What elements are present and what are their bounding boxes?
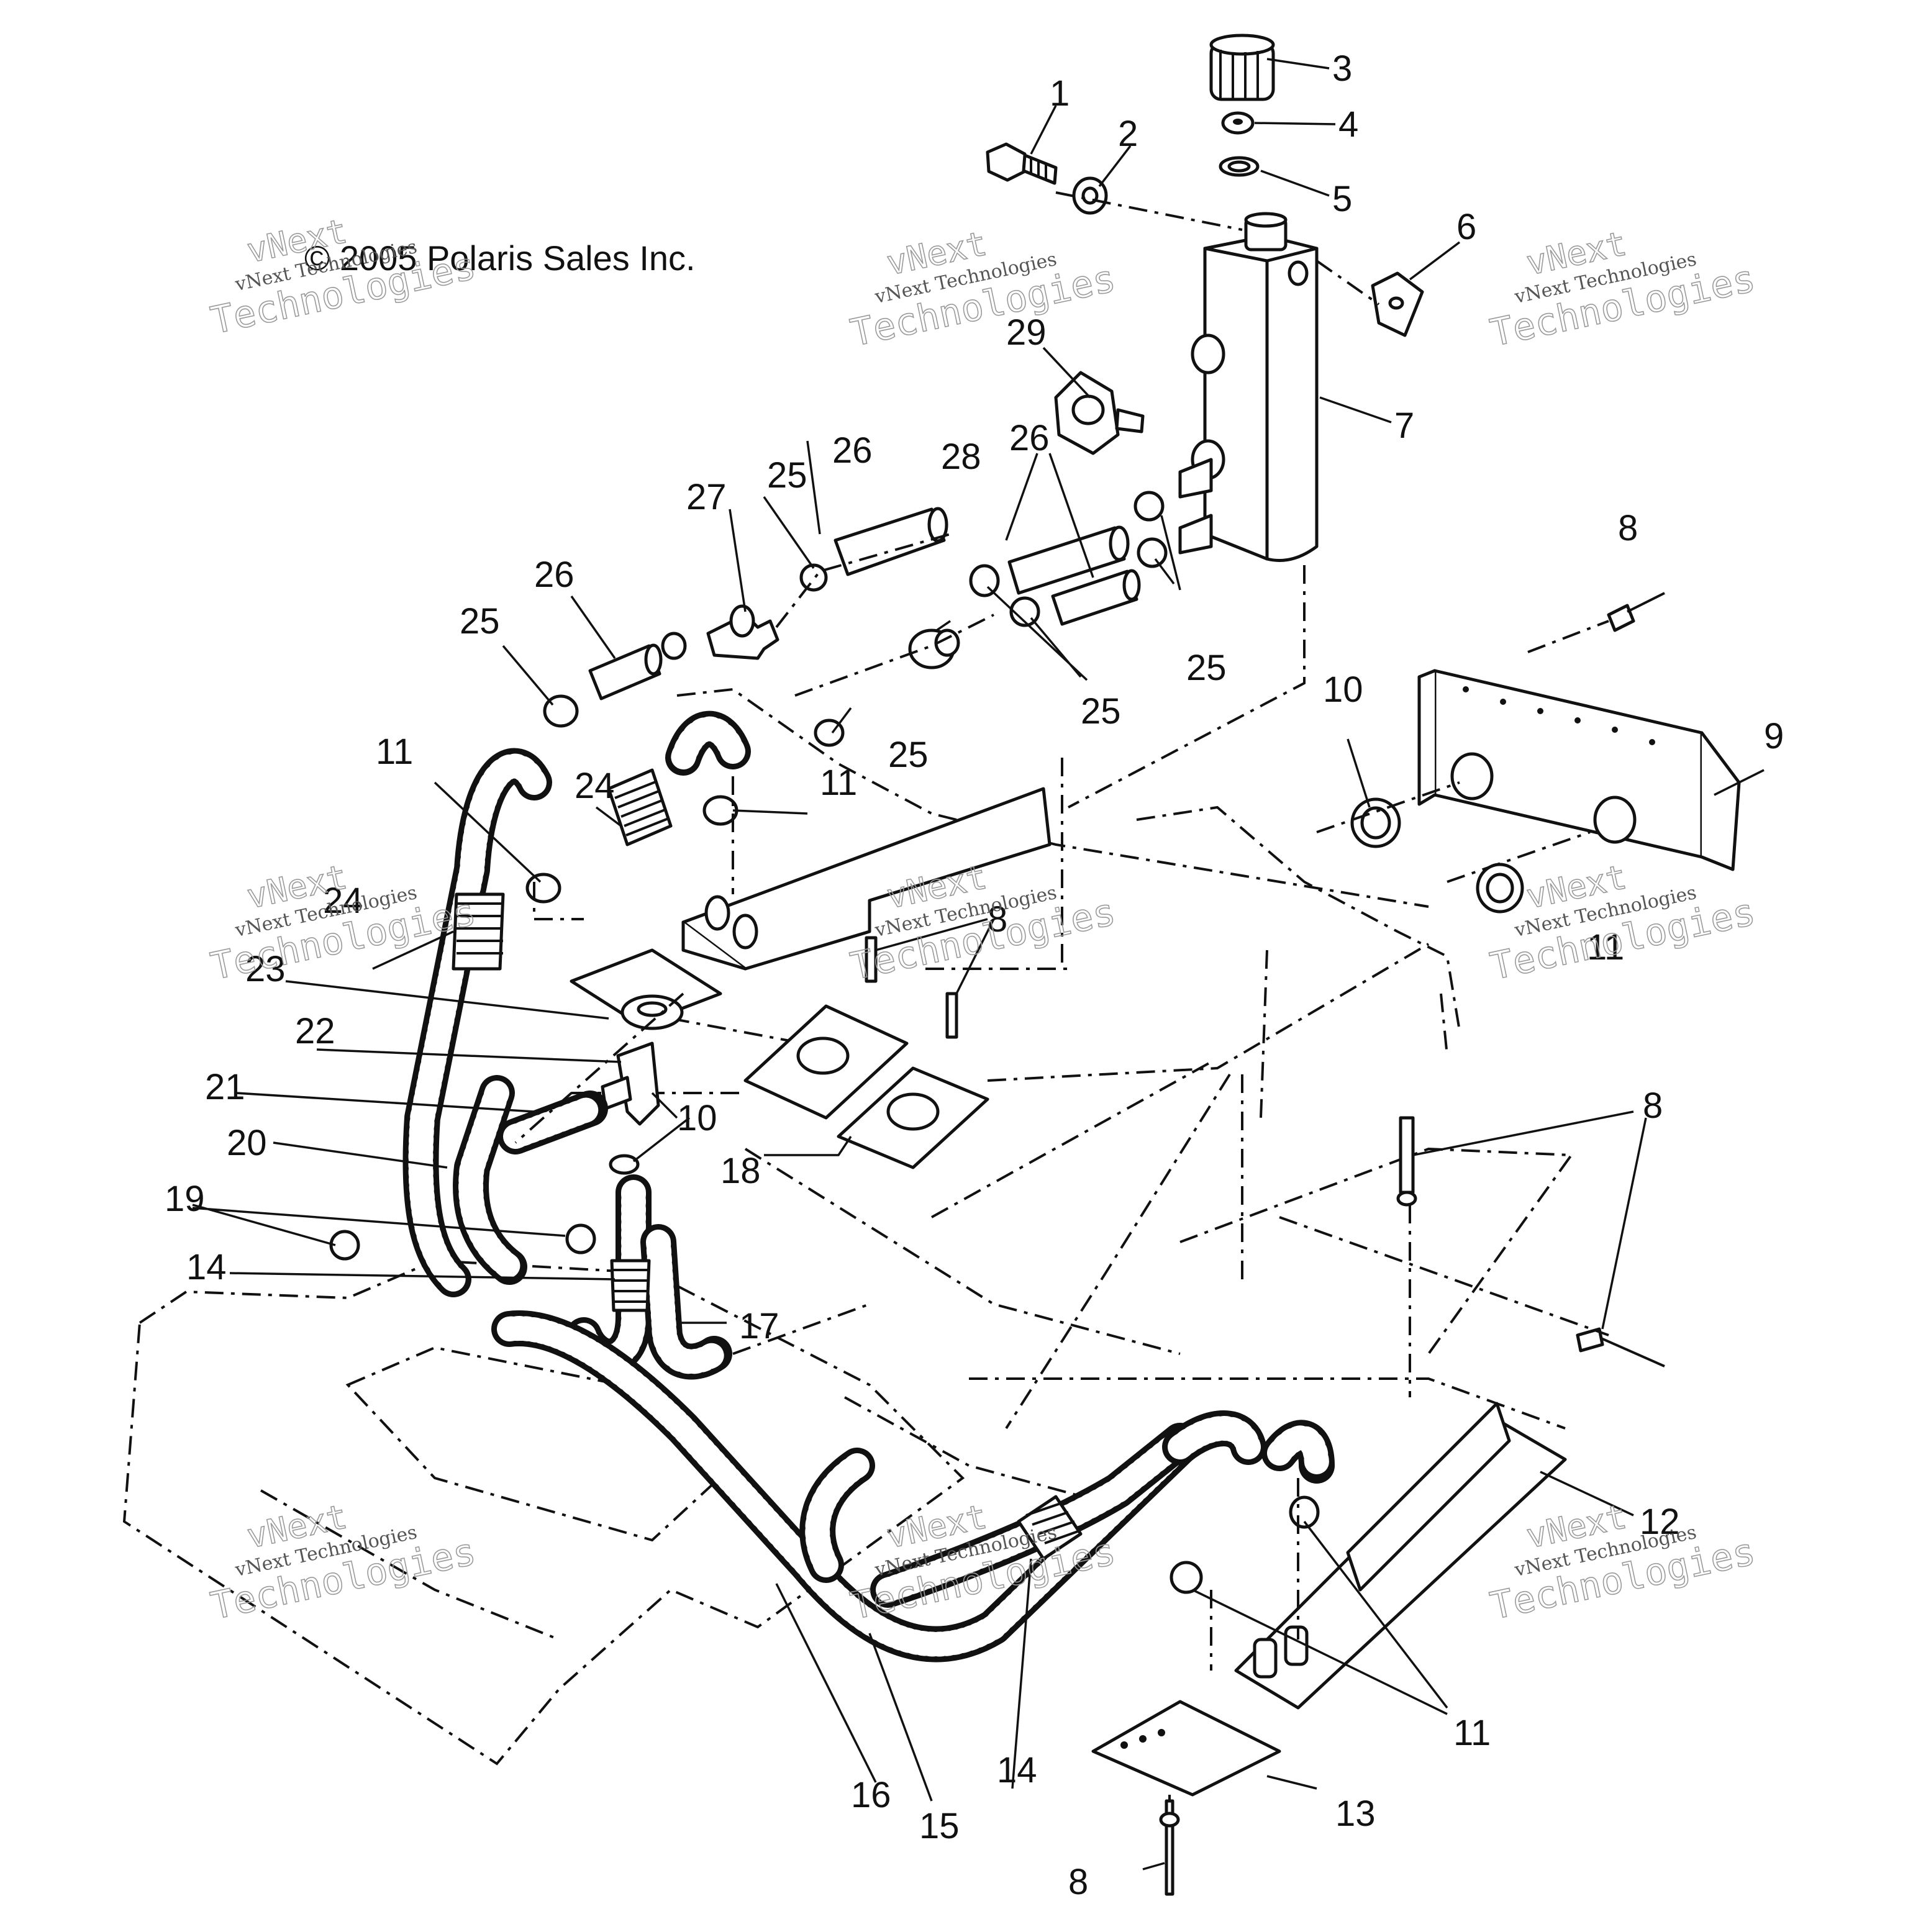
alignment-lines (514, 191, 1609, 1801)
spring-sleeve-24-lower (452, 892, 505, 971)
callout-29: 29 (1006, 312, 1047, 353)
callout-8-center: 8 (988, 899, 1007, 940)
callout-26-upper: 26 (832, 430, 873, 471)
hose-short-21 (497, 1091, 608, 1154)
watermark-top-center: vNext vNext Technologies Technologies (847, 223, 1120, 355)
filler-plate (570, 948, 722, 1027)
bracket-13 (1091, 1700, 1281, 1797)
watermark-top-right: vNext vNext Technologies Technologies (1486, 223, 1760, 355)
callout-13: 13 (1335, 1794, 1376, 1834)
clamp-10-rear (1350, 797, 1401, 848)
hose-section-26-a (834, 507, 948, 576)
heat-exchanger-front (681, 787, 1052, 971)
callout-6: 6 (1456, 207, 1476, 247)
rivets (865, 592, 1665, 1896)
chassis-outline (122, 687, 1574, 1766)
callout-20: 20 (227, 1123, 267, 1163)
callout-25-upper: 25 (767, 455, 807, 496)
o-ring (1219, 156, 1260, 177)
coolant-bottle (1178, 212, 1319, 562)
copyright-notice: © 2005 Polaris Sales Inc. (304, 238, 696, 278)
callout-25-mid: 25 (1081, 691, 1121, 732)
callout-16: 16 (851, 1775, 891, 1815)
callout-19: 19 (165, 1179, 205, 1219)
hose-21 (453, 1075, 527, 1285)
callout-3: 3 (1332, 48, 1352, 89)
callout-7: 7 (1394, 406, 1414, 446)
mount-bracket-18-b (837, 1066, 989, 1169)
callout-11-center: 11 (820, 763, 857, 803)
callout-15: 15 (919, 1806, 960, 1846)
watermark-top-left: vNext vNext Technologies Technologies (207, 211, 480, 343)
callout-8-right: 8 (1643, 1086, 1663, 1126)
spring-sleeve-24-upper (607, 768, 673, 846)
callout-26-left: 26 (534, 555, 575, 595)
callout-22: 22 (295, 1011, 335, 1051)
leader-lines (192, 58, 1765, 1871)
hose-section-26-d (588, 643, 663, 701)
callout-18: 18 (720, 1151, 761, 1191)
t-connector (706, 604, 779, 660)
callout-11-left: 11 (376, 732, 413, 772)
callout-2: 2 (1118, 114, 1138, 154)
bottle-cap (1209, 34, 1275, 101)
callout-9: 9 (1764, 716, 1784, 756)
callout-11-right: 11 (1587, 927, 1624, 968)
callout-1: 1 (1050, 73, 1070, 114)
small-clamps (329, 795, 1320, 1594)
hose-right-upper (1162, 1410, 1335, 1484)
callout-25-center: 25 (888, 735, 929, 775)
callout-26-right: 26 (1009, 418, 1050, 458)
grommet-23 (620, 994, 684, 1030)
hose-section-26-c (1051, 569, 1141, 626)
callout-24-center: 24 (575, 766, 615, 806)
tee-fitting-22 (601, 1041, 660, 1126)
callout-10-top: 10 (1323, 669, 1363, 710)
spring-sleeve-14-upper (610, 1259, 651, 1312)
bolt (986, 142, 1058, 185)
callout-27: 27 (686, 477, 727, 517)
callout-10-center: 10 (677, 1098, 717, 1138)
callout-5: 5 (1332, 179, 1352, 219)
callout-12: 12 (1640, 1502, 1680, 1542)
mount-plate-12 (1234, 1402, 1567, 1710)
bleed-valve (1054, 371, 1145, 455)
callout-28: 28 (941, 437, 981, 477)
mount-bracket-18-a (743, 1004, 909, 1120)
callout-4: 4 (1338, 104, 1358, 145)
cap-seal (1221, 111, 1255, 135)
callout-23: 23 (245, 949, 286, 989)
hose-15 (799, 1423, 1198, 1608)
callout-11-bottom: 11 (1453, 1713, 1491, 1753)
callout-17: 17 (739, 1306, 779, 1346)
callout-14-left: 14 (186, 1247, 227, 1287)
callout-25-right: 25 (1186, 648, 1227, 688)
spring-sleeve-14-lower (1017, 1495, 1083, 1561)
clamp-11-rear (1476, 863, 1524, 914)
callout-numbers: 1 2 3 4 5 6 7 8 8 8 8 9 10 10 11 11 11 1… (165, 48, 1784, 1902)
callout-14-bottom: 14 (997, 1750, 1037, 1790)
callout-8-top: 8 (1618, 508, 1638, 548)
hose-upper (665, 710, 751, 776)
hose-20 (402, 748, 552, 1297)
callout-24-left: 24 (323, 881, 363, 921)
callout-21: 21 (205, 1067, 245, 1107)
callout-25-left: 25 (460, 601, 500, 642)
clip-nut (1371, 271, 1424, 337)
heat-exchanger-rear (1417, 669, 1741, 871)
callout-8-bottom: 8 (1068, 1862, 1088, 1902)
watermark-bottom-left: vNext vNext Technologies Technologies (207, 1496, 480, 1628)
